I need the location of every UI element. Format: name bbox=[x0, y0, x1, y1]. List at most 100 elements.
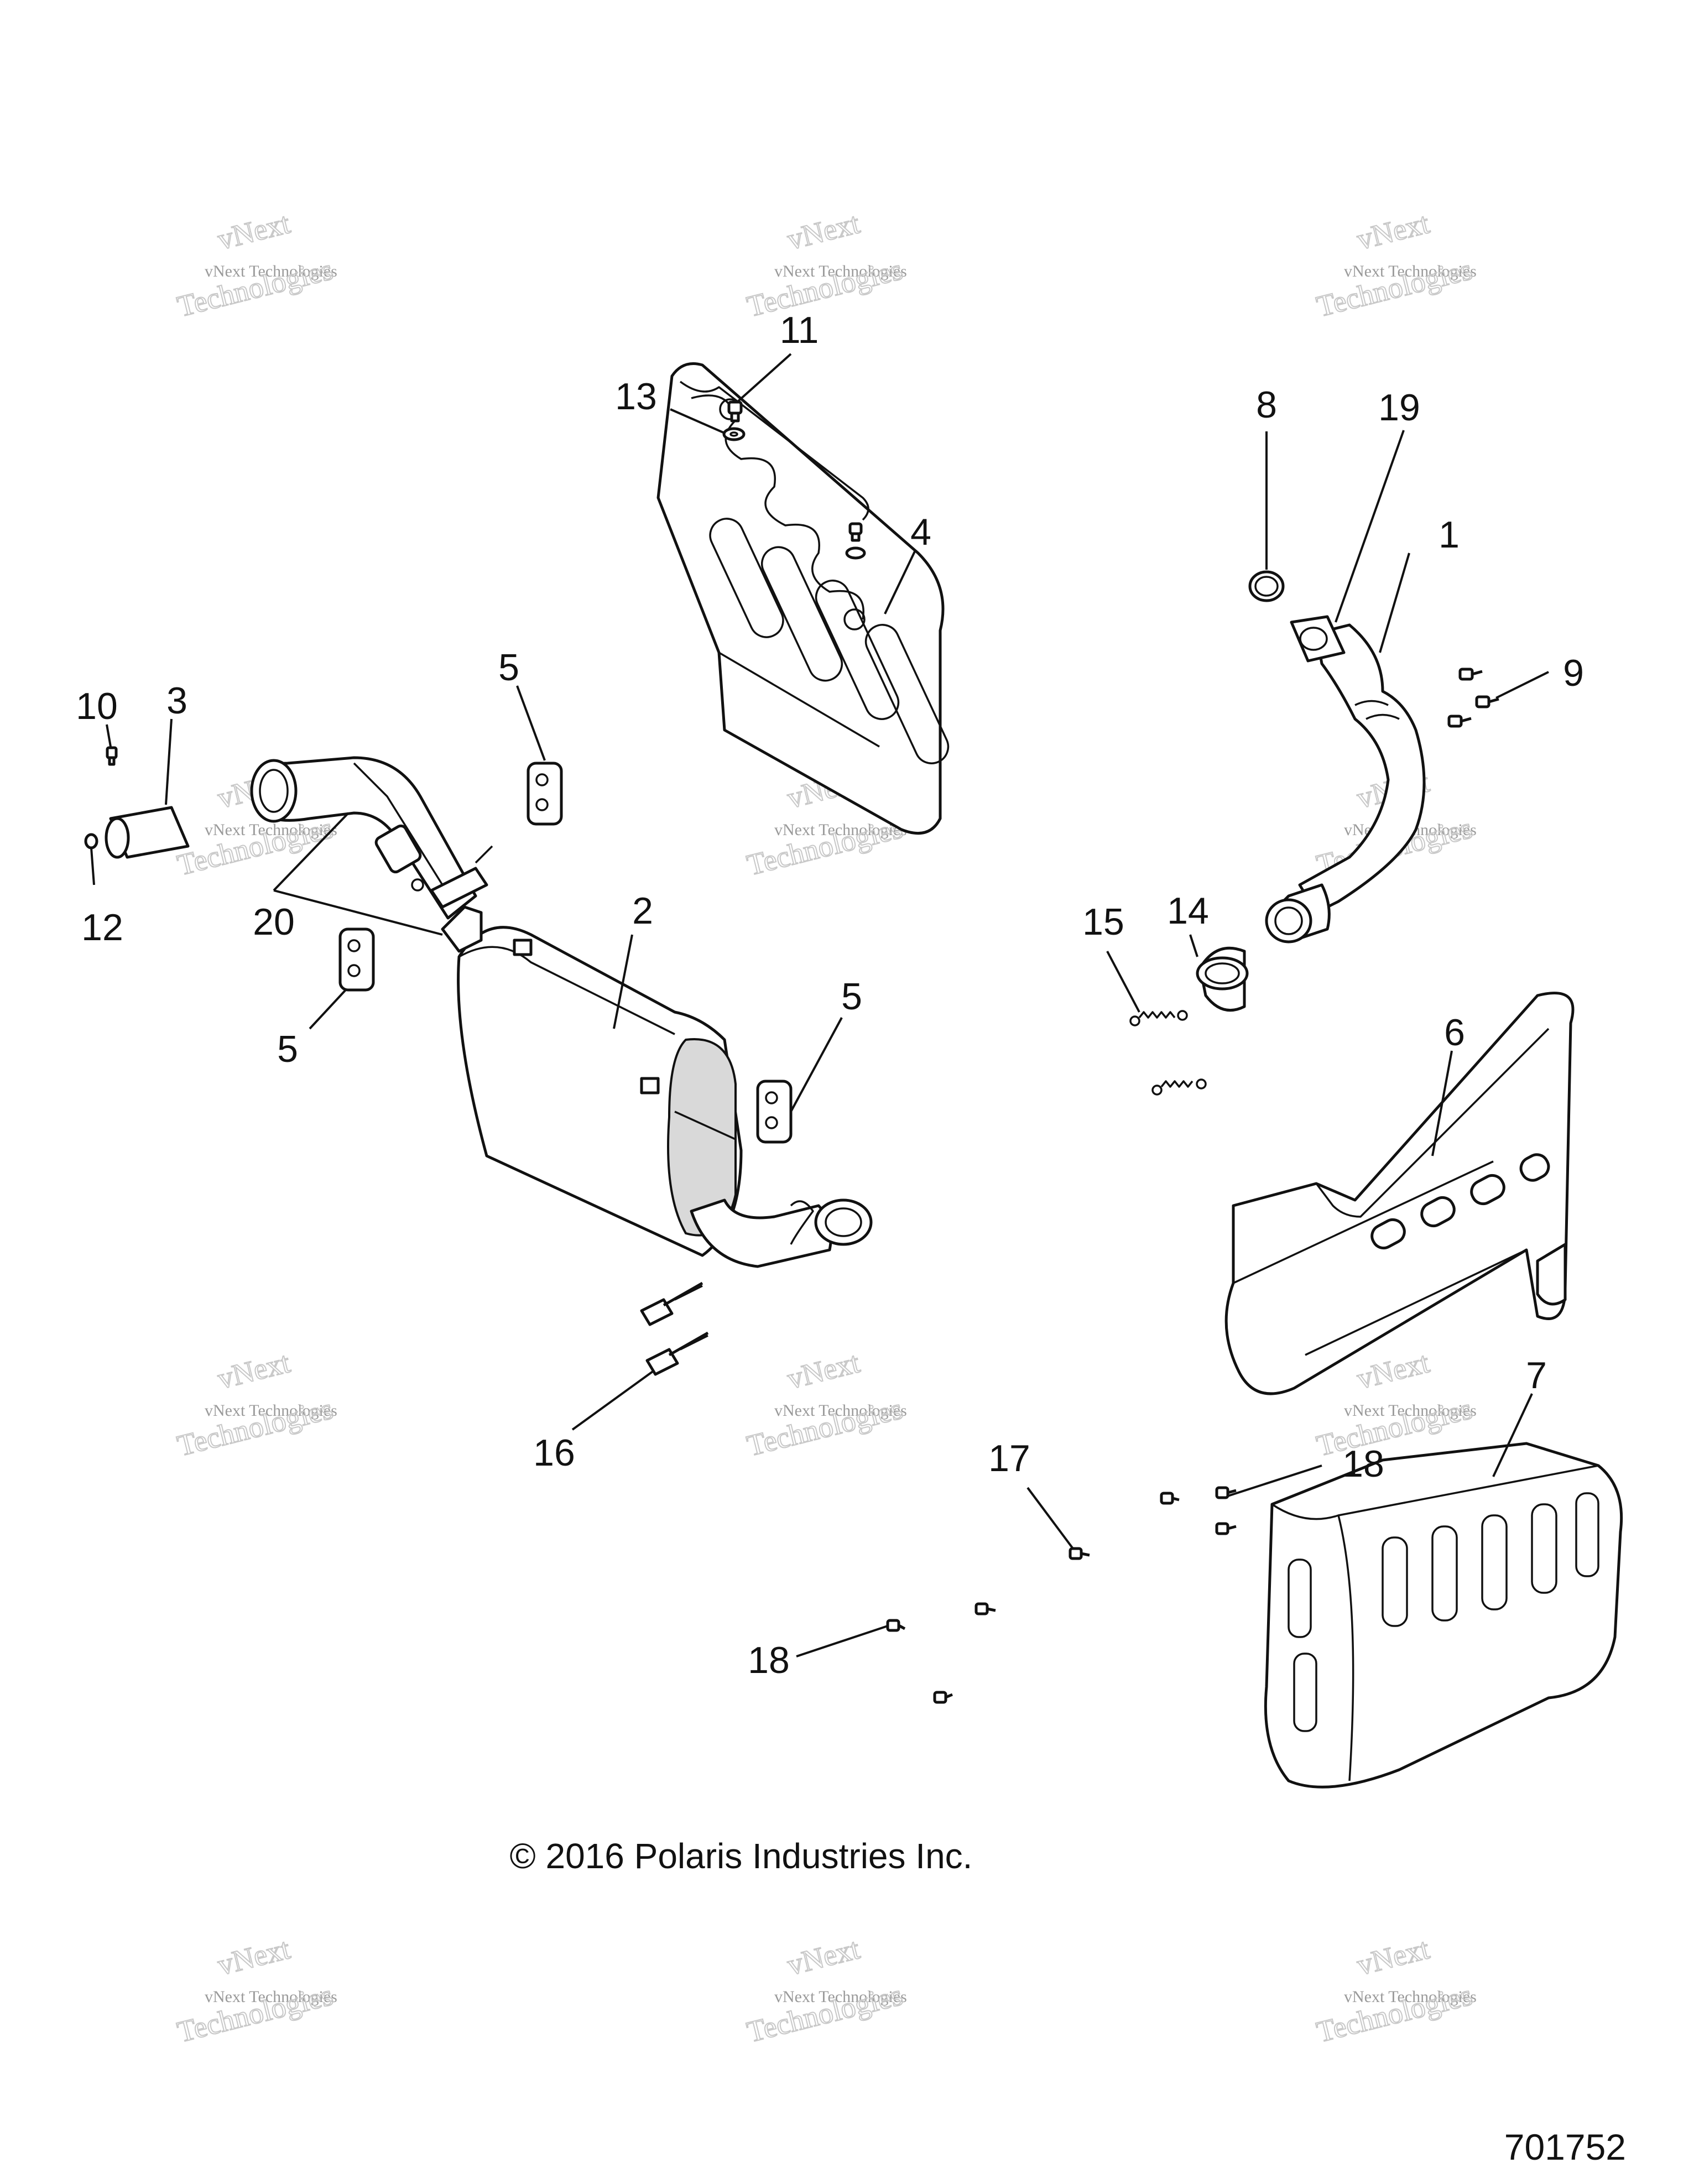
watermark: vNext vNext Technologies Technologies bbox=[1313, 206, 1477, 324]
watermark-text-top: vNext bbox=[1354, 1932, 1433, 1982]
watermark: vNext vNext Technologies Technologies bbox=[743, 1931, 907, 2049]
part-heat-shield-upper bbox=[656, 362, 950, 835]
watermark-text: vNext Technologies bbox=[205, 1988, 337, 2006]
callout-10: 10 bbox=[76, 685, 118, 727]
leader-line bbox=[1495, 671, 1549, 699]
part-spring bbox=[1129, 1010, 1188, 1026]
part-washer-12 bbox=[84, 833, 98, 849]
watermark-text: vNext Technologies bbox=[774, 1401, 907, 1420]
leader-line bbox=[90, 847, 95, 885]
callout-5: 5 bbox=[498, 647, 519, 689]
callouts: 1 2 3 4 5 5 5 6 7 8 9 10 12 11 13 14 15 … bbox=[76, 309, 1584, 1681]
part-muffler bbox=[441, 905, 743, 1257]
callout-20: 20 bbox=[253, 901, 295, 943]
leader-line bbox=[273, 812, 350, 892]
part-bolts-9 bbox=[1447, 668, 1499, 728]
callout-4: 4 bbox=[910, 511, 931, 553]
part-screw-10 bbox=[106, 746, 118, 766]
callout-18: 18 bbox=[1342, 1443, 1384, 1485]
callout-18: 18 bbox=[748, 1639, 790, 1681]
watermark-text-top: vNext bbox=[1354, 206, 1433, 256]
part-head-pipe bbox=[1265, 615, 1426, 944]
part-seal-14 bbox=[1196, 946, 1249, 1012]
leader-line bbox=[884, 550, 916, 614]
callout-3: 3 bbox=[166, 680, 187, 722]
part-isolator bbox=[756, 1080, 793, 1144]
part-screw-11 bbox=[727, 400, 743, 423]
part-screw-17 bbox=[1069, 1547, 1090, 1560]
watermark-text: vNext Technologies bbox=[1344, 1401, 1477, 1420]
leader-line bbox=[1431, 1050, 1453, 1156]
callout-7: 7 bbox=[1526, 1354, 1547, 1396]
part-screw-shield bbox=[845, 522, 866, 560]
watermark-text: vNext Technologies bbox=[205, 1401, 337, 1420]
leader-line bbox=[309, 989, 347, 1030]
callout-5: 5 bbox=[841, 976, 862, 1018]
watermark: vNext vNext Technologies Technologies bbox=[174, 1345, 337, 1463]
callout-2: 2 bbox=[632, 890, 653, 932]
watermark: vNext vNext Technologies Technologies bbox=[174, 206, 337, 324]
callout-5: 5 bbox=[277, 1028, 298, 1070]
watermark-text: vNext Technologies bbox=[774, 821, 907, 839]
callout-11: 11 bbox=[780, 309, 819, 351]
part-muffler-outlet-pipe bbox=[690, 1198, 873, 1268]
leader-line bbox=[273, 889, 443, 936]
watermark-text: vNext Technologies bbox=[774, 1988, 907, 2006]
part-screw-18 bbox=[1160, 1492, 1180, 1505]
watermark-text-top: vNext bbox=[215, 1932, 294, 1982]
watermark-text-top: vNext bbox=[784, 1346, 863, 1395]
part-muffler-inlet-pipe bbox=[250, 756, 493, 920]
callout-19: 19 bbox=[1378, 387, 1420, 429]
leader-line bbox=[1189, 934, 1198, 957]
part-screw-18 bbox=[1215, 1486, 1237, 1499]
callout-1: 1 bbox=[1439, 514, 1460, 556]
watermark-text-top: vNext bbox=[215, 206, 294, 256]
watermark-text: vNext Technologies bbox=[1344, 262, 1477, 280]
part-heat-shield-right bbox=[1224, 992, 1575, 1395]
watermark: vNext vNext Technologies Technologies bbox=[743, 1345, 907, 1463]
part-screw-18 bbox=[886, 1619, 906, 1632]
part-tailpipe-tip bbox=[105, 806, 190, 859]
leader-line bbox=[571, 1370, 654, 1431]
shield-slots bbox=[709, 518, 950, 764]
leader-line bbox=[106, 724, 112, 747]
leader-line bbox=[516, 685, 546, 761]
callout-16: 16 bbox=[533, 1432, 575, 1474]
part-bolt bbox=[645, 1331, 709, 1376]
watermark-text: vNext Technologies bbox=[205, 262, 337, 280]
part-bolt bbox=[640, 1281, 703, 1326]
part-screw-18 bbox=[974, 1602, 996, 1615]
leader-lines bbox=[90, 353, 1549, 1657]
callout-14: 14 bbox=[1167, 890, 1209, 932]
watermark-text-top: vNext bbox=[784, 206, 863, 256]
drawing-number: 701752 bbox=[1504, 2126, 1626, 2167]
leader-line bbox=[737, 353, 792, 402]
watermark-text-top: vNext bbox=[784, 1932, 863, 1982]
callout-8: 8 bbox=[1256, 384, 1277, 426]
watermark-text: vNext Technologies bbox=[774, 262, 907, 280]
watermark-text: vNext Technologies bbox=[1344, 1988, 1477, 2006]
leader-line bbox=[670, 408, 725, 434]
leader-line bbox=[1026, 1487, 1074, 1550]
leader-line bbox=[1379, 552, 1410, 653]
watermark: vNext vNext Technologies Technologies bbox=[1313, 1931, 1477, 2049]
part-isolator bbox=[338, 927, 375, 992]
leader-line bbox=[790, 1017, 843, 1112]
part-gasket-8 bbox=[1248, 570, 1285, 602]
leader-line bbox=[165, 718, 173, 805]
part-spring bbox=[1151, 1078, 1207, 1096]
part-heat-shield-lower bbox=[1264, 1442, 1623, 1789]
callout-9: 9 bbox=[1563, 652, 1584, 694]
part-washer-13 bbox=[722, 427, 746, 441]
leader-line bbox=[1106, 951, 1140, 1013]
callout-15: 15 bbox=[1082, 901, 1124, 943]
watermark: vNext vNext Technologies Technologies bbox=[174, 1931, 337, 2049]
callout-6: 6 bbox=[1444, 1012, 1465, 1054]
part-screw-18 bbox=[933, 1691, 953, 1704]
watermark-text: vNext Technologies bbox=[205, 821, 337, 839]
callout-13: 13 bbox=[615, 376, 657, 418]
part-isolator bbox=[527, 762, 563, 826]
leader-line bbox=[613, 934, 633, 1029]
part-screw-18 bbox=[1215, 1522, 1237, 1535]
